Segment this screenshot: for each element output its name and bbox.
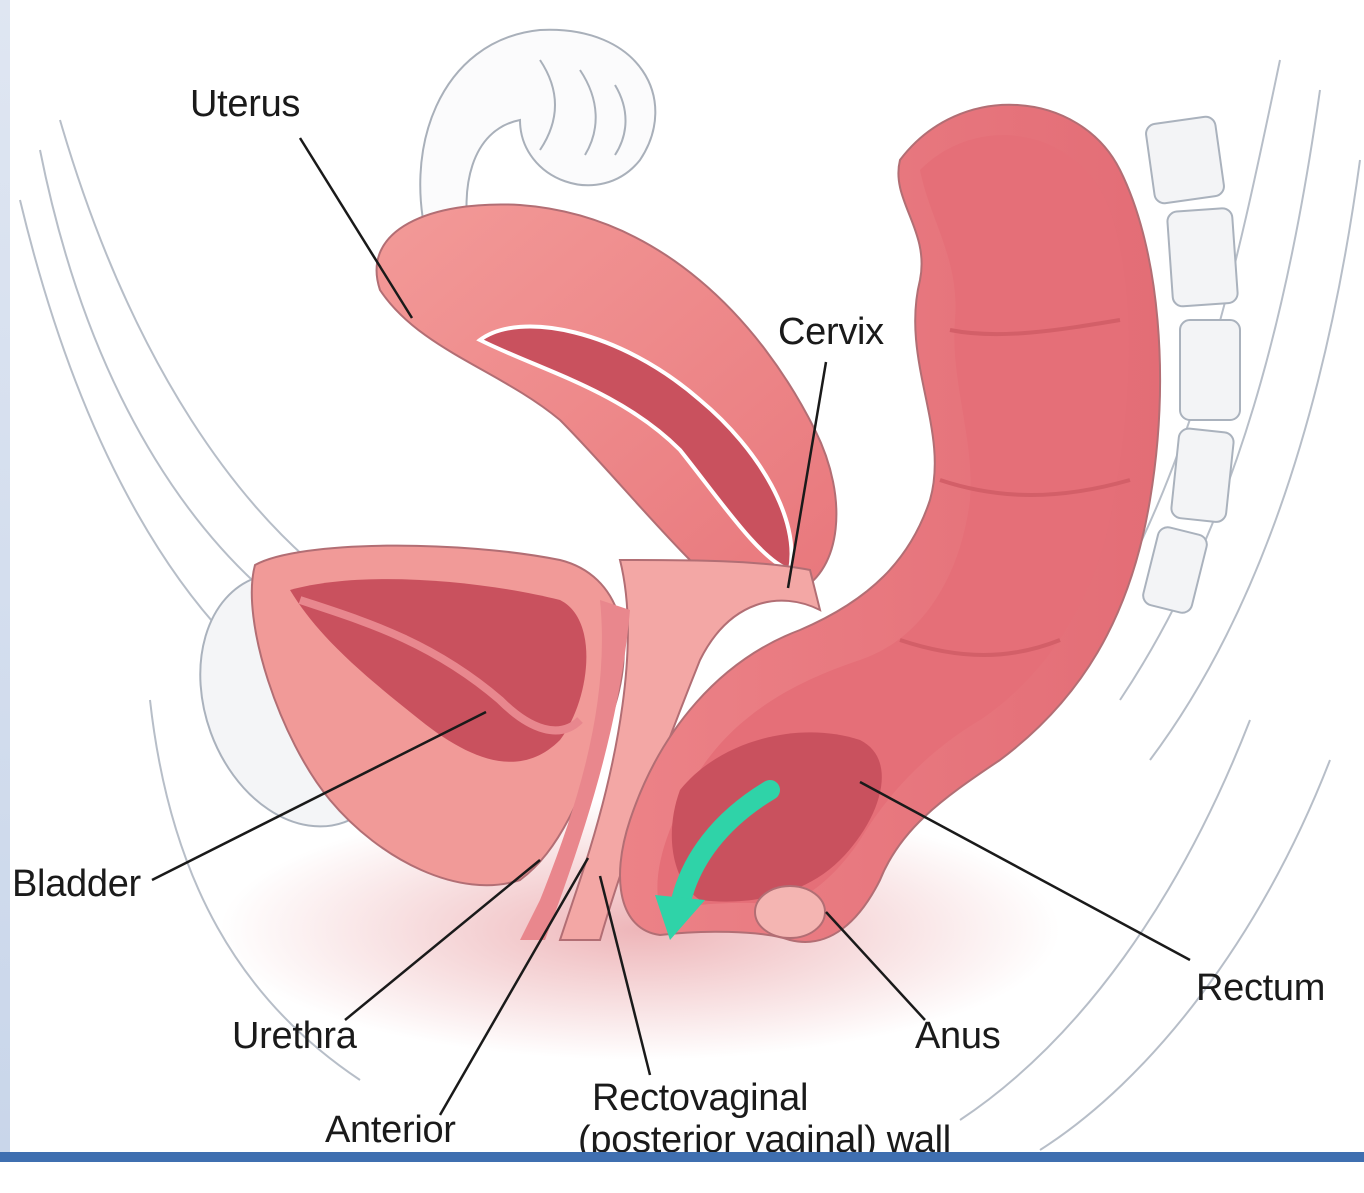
label-rectum: Rectum bbox=[1196, 968, 1325, 1008]
pelvic-anatomy-diagram: Uterus Cervix Bladder Rectum Urethra Anu… bbox=[0, 0, 1364, 1162]
window-left-edge bbox=[0, 0, 10, 1152]
label-anus: Anus bbox=[915, 1016, 1000, 1056]
uterus-organ bbox=[377, 204, 837, 598]
label-cervix: Cervix bbox=[778, 312, 884, 352]
label-anterior: Anterior bbox=[325, 1110, 456, 1150]
label-rectovaginal-1: Rectovaginal bbox=[592, 1078, 808, 1118]
anatomy-illustration bbox=[0, 0, 1364, 1162]
label-urethra: Urethra bbox=[232, 1016, 357, 1056]
label-uterus: Uterus bbox=[190, 84, 300, 124]
label-bladder: Bladder bbox=[12, 864, 141, 904]
anus-opening bbox=[755, 886, 825, 938]
leader-uterus bbox=[300, 138, 412, 318]
window-bottom-bar bbox=[0, 1152, 1364, 1162]
